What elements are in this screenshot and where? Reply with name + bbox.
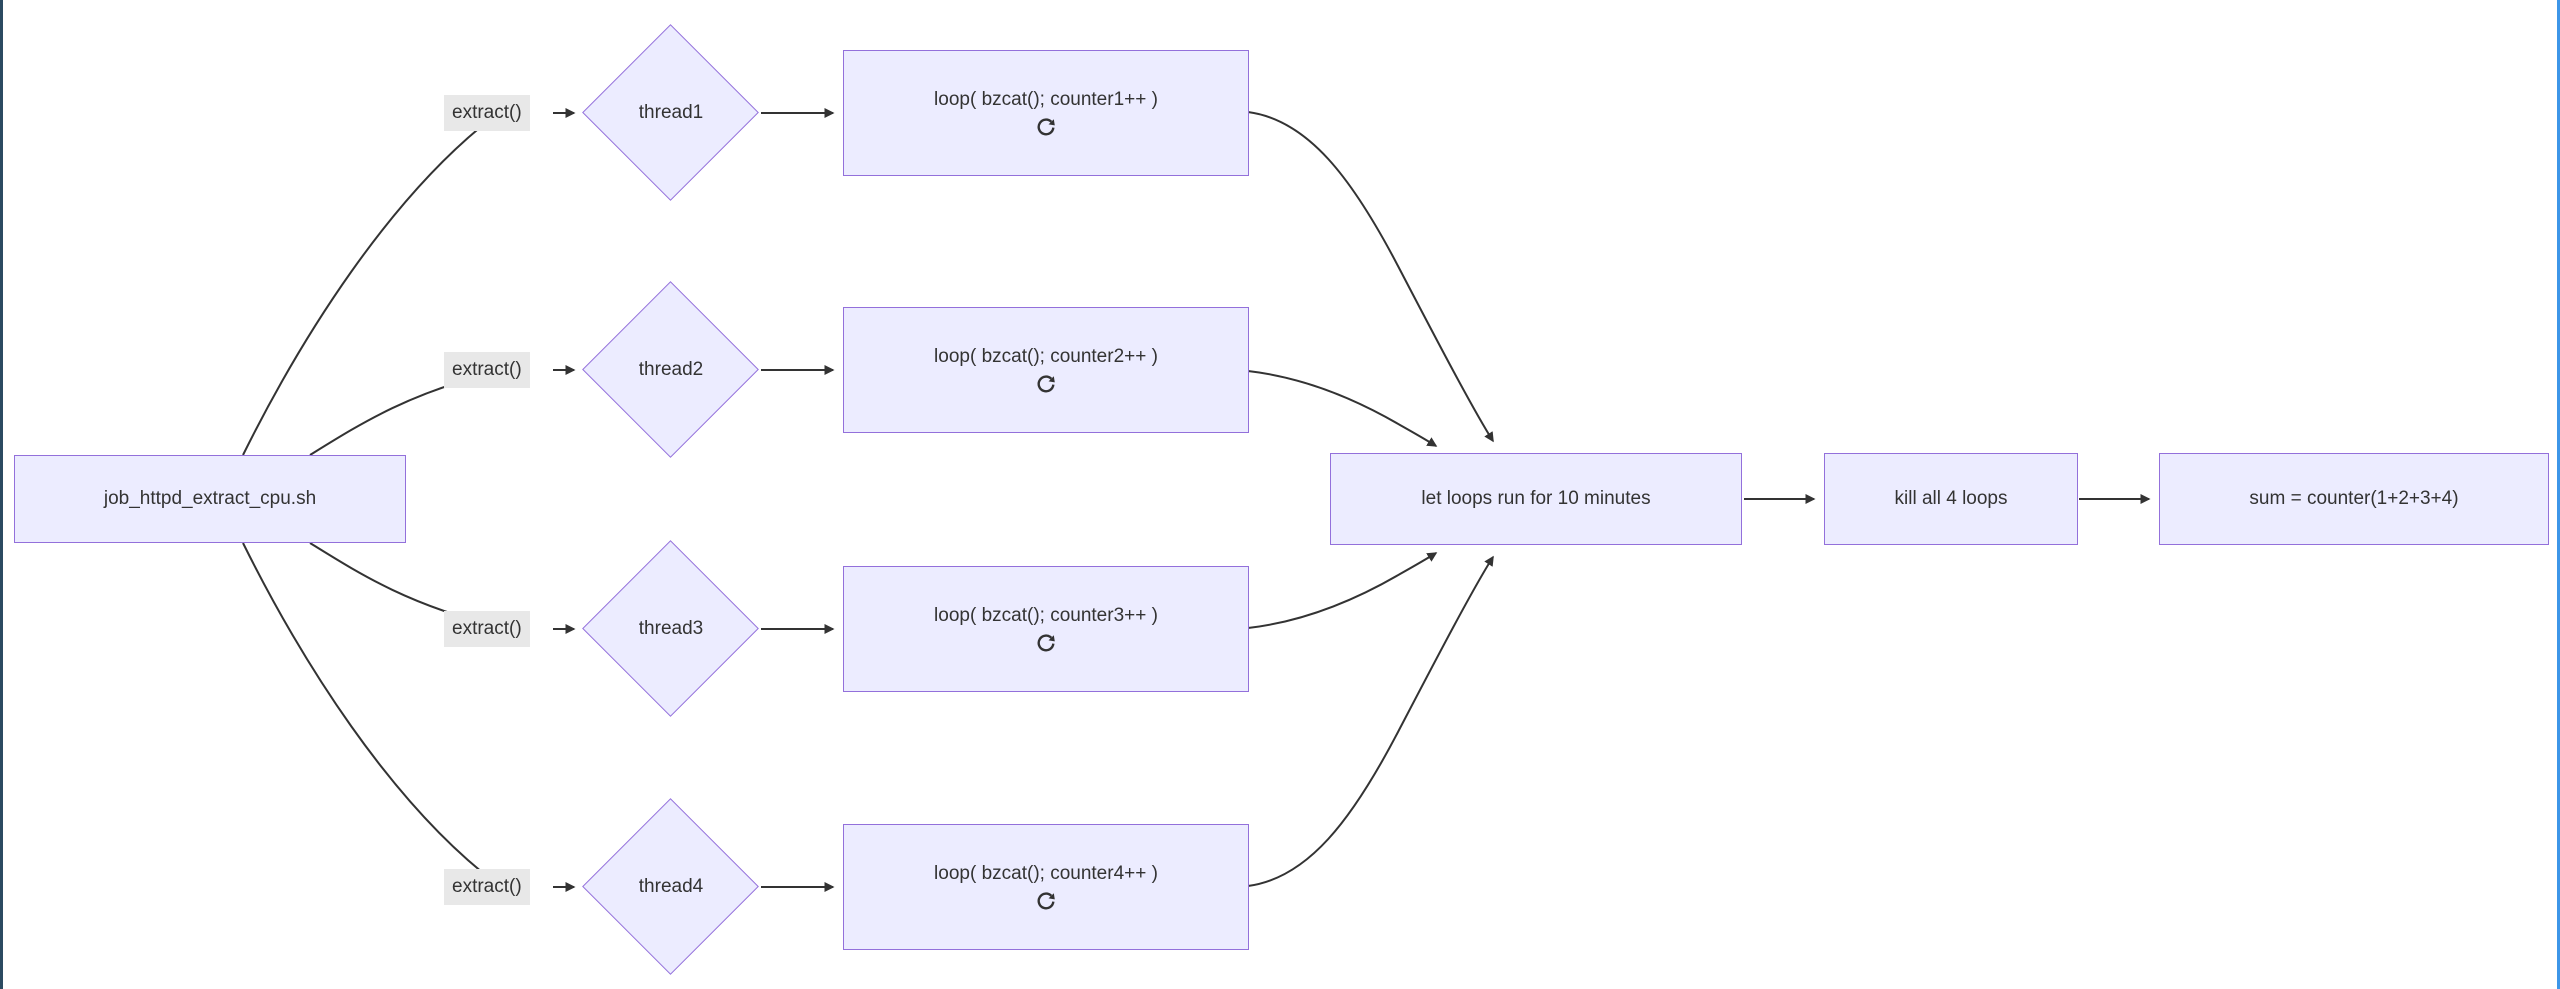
- edge-loop3-to-wait: [1247, 552, 1438, 629]
- edge-label-extract-4: extract(): [444, 869, 530, 905]
- right-scrollbar[interactable]: [2557, 0, 2560, 989]
- node-wait: let loops run for 10 minutes: [1330, 453, 1742, 545]
- edge-label-extract-1: extract(): [444, 95, 530, 131]
- edge-label-extract-3: extract(): [444, 611, 530, 647]
- node-loop3-label: loop( bzcat(); counter3++ ): [934, 604, 1158, 626]
- node-kill: kill all 4 loops: [1824, 453, 2078, 545]
- node-sum: sum = counter(1+2+3+4): [2159, 453, 2549, 545]
- loop-icon: [1035, 631, 1057, 655]
- node-sum-label: sum = counter(1+2+3+4): [2249, 488, 2459, 509]
- node-loop2-label: loop( bzcat(); counter2++ ): [934, 345, 1158, 367]
- node-job-script-label: job_httpd_extract_cpu.sh: [103, 488, 317, 509]
- node-thread1-label: thread1: [638, 102, 704, 123]
- node-loop4: loop( bzcat(); counter4++ ): [843, 824, 1249, 950]
- edge-job-to-thread4: [242, 542, 498, 885]
- node-loop1: loop( bzcat(); counter1++ ): [843, 50, 1249, 176]
- edge-loop4-to-wait: [1247, 555, 1494, 887]
- loop-icon: [1035, 115, 1057, 139]
- node-loop3: loop( bzcat(); counter3++ ): [843, 566, 1249, 692]
- node-thread4-label: thread4: [638, 876, 704, 897]
- edge-job-to-thread1: [242, 113, 498, 456]
- loop-icon: [1035, 889, 1057, 913]
- edge-loop2-to-wait: [1247, 370, 1438, 447]
- edge-loop1-to-wait: [1247, 111, 1494, 443]
- edge-label-extract-2: extract(): [444, 352, 530, 388]
- loop-icon: [1035, 372, 1057, 396]
- node-wait-label: let loops run for 10 minutes: [1421, 488, 1651, 509]
- node-kill-label: kill all 4 loops: [1894, 488, 2008, 509]
- node-thread3-label: thread3: [638, 618, 704, 639]
- left-frame-bar: [0, 0, 3, 989]
- node-thread2-label: thread2: [638, 359, 704, 380]
- node-loop2: loop( bzcat(); counter2++ ): [843, 307, 1249, 433]
- node-loop1-label: loop( bzcat(); counter1++ ): [934, 88, 1158, 110]
- node-loop4-label: loop( bzcat(); counter4++ ): [934, 862, 1158, 884]
- node-job-script: job_httpd_extract_cpu.sh: [14, 455, 406, 543]
